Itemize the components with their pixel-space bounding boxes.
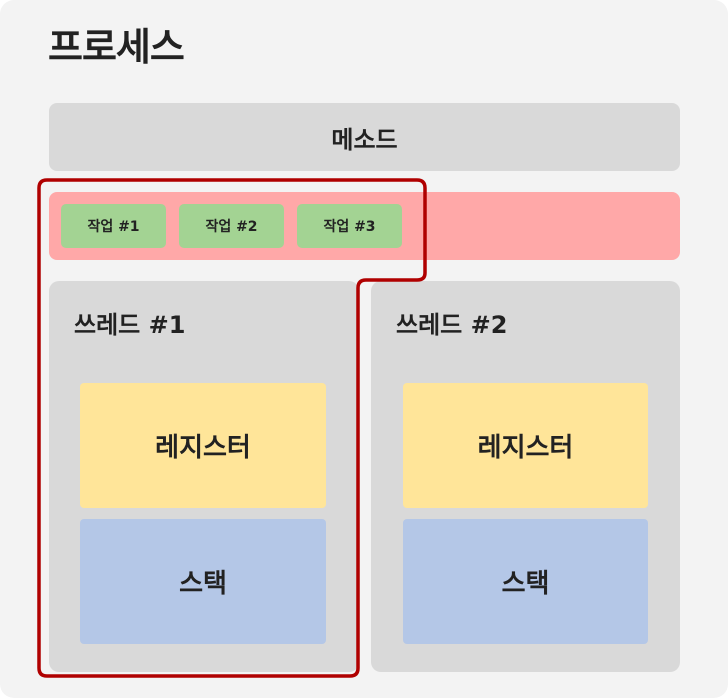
thread-1: 쓰레드 #1 레지스터 스택: [49, 281, 359, 672]
job-3: 작업 #3: [297, 204, 402, 248]
thread-1-register: 레지스터: [80, 383, 326, 508]
thread-1-title: 쓰레드 #1: [74, 311, 186, 339]
process-title: 프로세스: [48, 25, 185, 69]
method-block: 메소드: [49, 103, 680, 171]
thread-2: 쓰레드 #2 레지스터 스택: [371, 281, 680, 672]
job-1: 작업 #1: [61, 204, 166, 248]
thread-2-title: 쓰레드 #2: [396, 311, 508, 339]
thread-2-register: 레지스터: [403, 383, 648, 508]
thread-1-stack: 스택: [80, 519, 326, 644]
thread-2-stack: 스택: [403, 519, 648, 644]
job-2: 작업 #2: [179, 204, 284, 248]
jobs-row: 작업 #1 작업 #2 작업 #3: [49, 192, 680, 260]
